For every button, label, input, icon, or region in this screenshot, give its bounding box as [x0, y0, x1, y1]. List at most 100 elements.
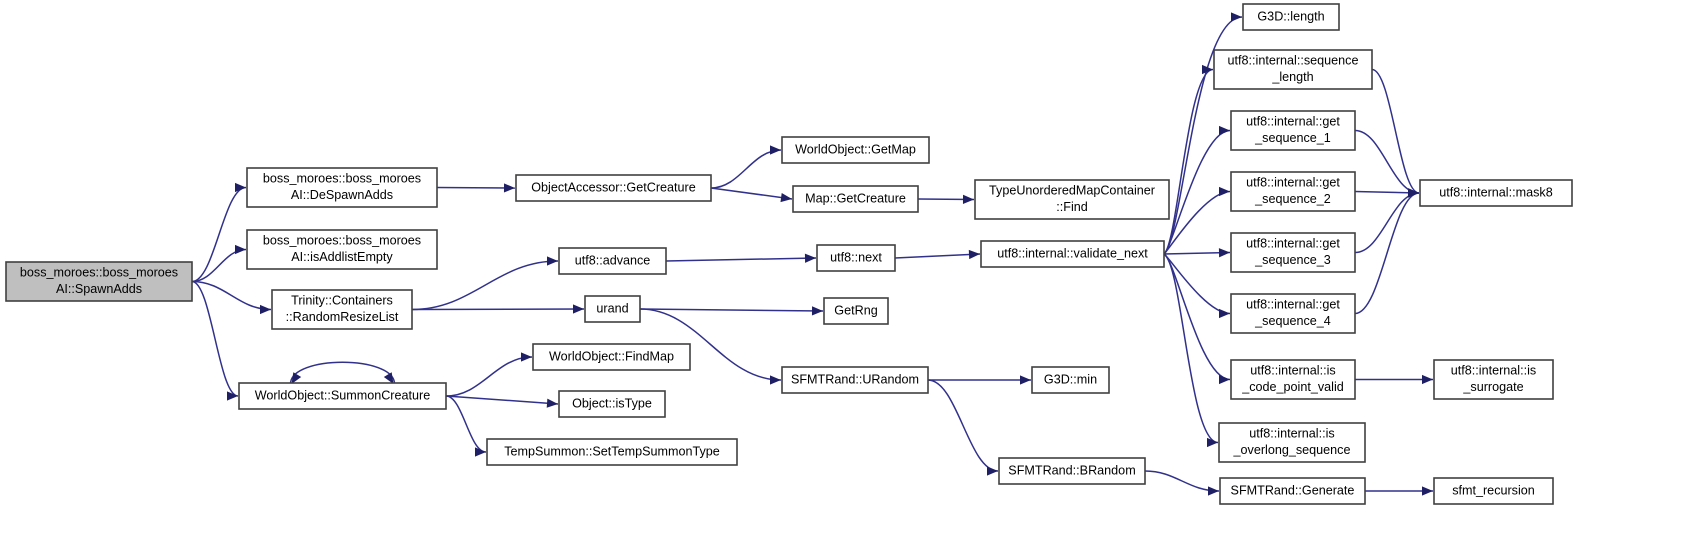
- node-label: SFMTRand::URandom: [791, 372, 919, 386]
- graph-node-randomresizelist[interactable]: Trinity::Containers::RandomResizeList: [271, 289, 413, 330]
- node-box[interactable]: [792, 185, 919, 213]
- edge-layer: [191, 12, 1433, 496]
- graph-node-seq_length[interactable]: utf8::internal::sequence_length: [1213, 49, 1373, 90]
- call-edge: [191, 280, 272, 315]
- node-label: TempSummon::SetTempSummonType: [504, 444, 720, 458]
- graph-node-generate[interactable]: SFMTRand::Generate: [1219, 477, 1366, 505]
- edge-arrowhead: [227, 391, 238, 401]
- node-label: _sequence_1: [1254, 131, 1331, 145]
- graph-node-settempsummon[interactable]: TempSummon::SetTempSummonType: [486, 438, 738, 466]
- call-edge: [411, 256, 559, 311]
- node-box[interactable]: [584, 295, 641, 323]
- graph-node-tumc_find[interactable]: TypeUnorderedMapContainer::Find: [974, 179, 1170, 220]
- node-box[interactable]: [1219, 477, 1366, 505]
- graph-node-advance[interactable]: utf8::advance: [558, 247, 667, 275]
- node-box[interactable]: [1230, 359, 1356, 400]
- graph-node-g3dmin[interactable]: G3D::min: [1031, 366, 1110, 394]
- node-box[interactable]: [1230, 293, 1356, 334]
- call-edge: [927, 379, 999, 476]
- node-label: utf8::internal::sequence: [1228, 54, 1359, 68]
- graph-node-validate_next[interactable]: utf8::internal::validate_next: [980, 240, 1165, 268]
- node-box[interactable]: [1031, 366, 1110, 394]
- graph-node-summoncreature[interactable]: WorldObject::SummonCreature: [238, 382, 447, 410]
- node-box[interactable]: [1230, 171, 1356, 212]
- node-label: _sequence_2: [1254, 192, 1331, 206]
- call-edge: [1144, 470, 1220, 496]
- graph-node-findmap[interactable]: WorldObject::FindMap: [532, 343, 691, 371]
- node-box[interactable]: [5, 261, 193, 302]
- node-box[interactable]: [515, 174, 712, 202]
- graph-node-istype[interactable]: Object::isType: [558, 390, 666, 418]
- graph-node-mapgetcreature[interactable]: Map::GetCreature: [792, 185, 919, 213]
- node-label: boss_moroes::boss_moroes: [263, 234, 421, 248]
- node-box[interactable]: [486, 438, 738, 466]
- node-label: utf8::internal::get: [1246, 176, 1340, 190]
- call-edge: [710, 145, 782, 189]
- node-box[interactable]: [781, 366, 929, 394]
- node-box[interactable]: [271, 289, 413, 330]
- node-box[interactable]: [980, 240, 1165, 268]
- node-box[interactable]: [558, 247, 667, 275]
- node-box[interactable]: [246, 229, 438, 270]
- call-edge: [1163, 253, 1231, 385]
- edge-arrowhead: [383, 372, 394, 384]
- graph-node-urand[interactable]: urand: [584, 295, 641, 323]
- node-label: sfmt_recursion: [1452, 483, 1535, 497]
- node-box[interactable]: [1218, 422, 1366, 463]
- node-box[interactable]: [246, 167, 438, 208]
- graph-node-getmap[interactable]: WorldObject::GetMap: [781, 136, 930, 164]
- graph-node-utf8next[interactable]: utf8::next: [816, 244, 896, 272]
- node-label: AI::SpawnAdds: [56, 282, 142, 296]
- graph-node-getcreature_oa[interactable]: ObjectAccessor::GetCreature: [515, 174, 712, 202]
- node-label: _code_point_valid: [1241, 380, 1344, 394]
- node-box[interactable]: [238, 382, 447, 410]
- node-box[interactable]: [1213, 49, 1373, 90]
- graph-node-get_seq_4[interactable]: utf8::internal::get_sequence_4: [1230, 293, 1356, 334]
- graph-node-mask8[interactable]: utf8::internal::mask8: [1419, 179, 1573, 207]
- graph-node-isaddlistempty[interactable]: boss_moroes::boss_moroesAI::isAddlistEmp…: [246, 229, 438, 270]
- node-box[interactable]: [974, 179, 1170, 220]
- call-edge: [191, 280, 239, 401]
- node-box[interactable]: [1230, 232, 1356, 273]
- graph-node-is_surrogate[interactable]: utf8::internal::is_surrogate: [1433, 359, 1554, 400]
- node-box[interactable]: [558, 390, 666, 418]
- node-label: WorldObject::GetMap: [795, 142, 916, 156]
- node-label: utf8::internal::is: [1249, 427, 1334, 441]
- graph-node-get_seq_2[interactable]: utf8::internal::get_sequence_2: [1230, 171, 1356, 212]
- edge-arrowhead: [547, 256, 558, 266]
- call-edge: [289, 361, 396, 385]
- node-label: utf8::internal::validate_next: [997, 246, 1148, 260]
- graph-node-g3dlength[interactable]: G3D::length: [1242, 3, 1340, 31]
- node-label: Map::GetCreature: [805, 191, 906, 205]
- graph-node-brandom[interactable]: SFMTRand::BRandom: [998, 457, 1146, 485]
- call-edge: [1365, 486, 1433, 496]
- node-label: GetRng: [834, 303, 877, 317]
- graph-node-get_seq_3[interactable]: utf8::internal::get_sequence_3: [1230, 232, 1356, 273]
- call-edge: [928, 375, 1031, 385]
- node-box[interactable]: [1242, 3, 1340, 31]
- node-box[interactable]: [1433, 359, 1554, 400]
- node-box[interactable]: [781, 136, 930, 164]
- node-label: utf8::internal::get: [1246, 237, 1340, 251]
- graph-node-urandom[interactable]: SFMTRand::URandom: [781, 366, 929, 394]
- node-label: boss_moroes::boss_moroes: [20, 266, 178, 280]
- node-box[interactable]: [998, 457, 1146, 485]
- node-box[interactable]: [1433, 477, 1554, 505]
- node-box[interactable]: [1419, 179, 1573, 207]
- node-box[interactable]: [816, 244, 896, 272]
- node-layer: boss_moroes::boss_moroesAI::SpawnAddsbos…: [5, 3, 1573, 505]
- graph-node-is_cp_valid[interactable]: utf8::internal::is_code_point_valid: [1230, 359, 1356, 400]
- edge-arrowhead: [235, 182, 246, 193]
- node-label: utf8::internal::get: [1246, 115, 1340, 129]
- graph-node-sfmt_recursion[interactable]: sfmt_recursion: [1433, 477, 1554, 505]
- call-edge: [436, 183, 516, 193]
- node-box[interactable]: [1230, 110, 1356, 151]
- graph-node-is_overlong[interactable]: utf8::internal::is_overlong_sequence: [1218, 422, 1366, 463]
- graph-node-get_seq_1[interactable]: utf8::internal::get_sequence_1: [1230, 110, 1356, 151]
- graph-node-getrng[interactable]: GetRng: [823, 297, 889, 325]
- node-box[interactable]: [823, 297, 889, 325]
- edge-arrowhead: [1208, 486, 1219, 496]
- node-box[interactable]: [532, 343, 691, 371]
